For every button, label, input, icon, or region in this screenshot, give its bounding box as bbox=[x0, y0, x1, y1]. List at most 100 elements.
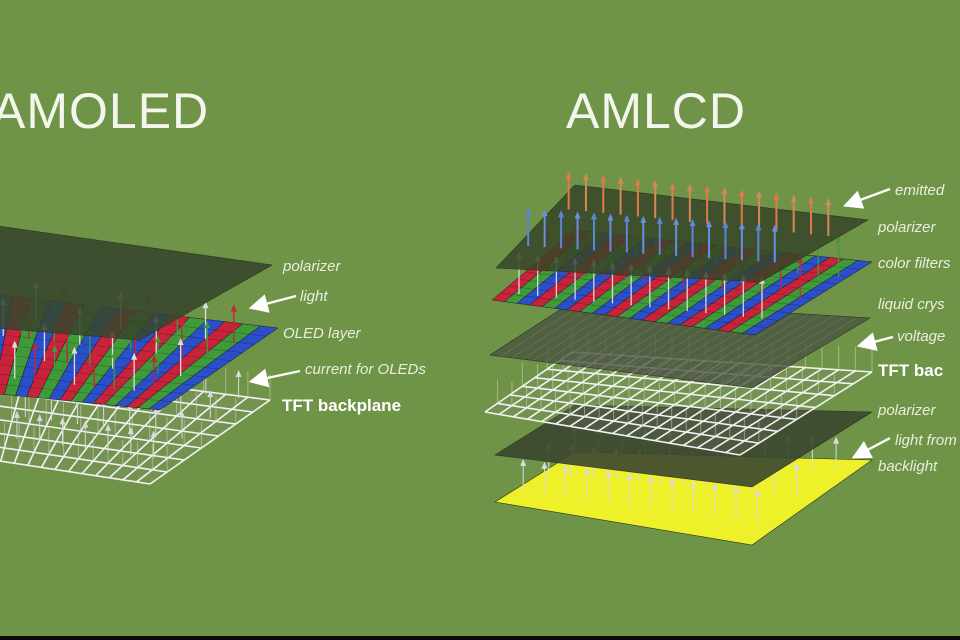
amlcd-tft-backplane-row-7 bbox=[484, 411, 741, 456]
amlcd-voltage-pointer bbox=[856, 332, 894, 351]
amlcd-tft-backplane-col-14 bbox=[682, 366, 806, 447]
amoled-oled-stripe-div-7 bbox=[0, 363, 196, 386]
amoled-light-pointer bbox=[248, 294, 297, 313]
amoled-light-label: light bbox=[300, 288, 328, 305]
amlcd-tft-backplane-col-16 bbox=[711, 369, 840, 451]
amlcd-emitted-arrows-head-7-0 bbox=[686, 183, 693, 191]
amlcd-stack bbox=[484, 171, 874, 546]
amlcd-backlight-arrows-head-11-2 bbox=[754, 488, 761, 496]
amlcd-polarizer-top-label: polarizer bbox=[878, 219, 936, 236]
amoled-stack bbox=[0, 225, 279, 485]
amlcd-lc-line-23 bbox=[740, 316, 858, 387]
amoled-current-arrows-head-8-3 bbox=[150, 430, 157, 438]
amoled-tft-backplane-col-14 bbox=[149, 399, 271, 485]
amoled-tft-backplane-col-11 bbox=[108, 390, 205, 479]
amlcd-emitted-arrows-head-4-0 bbox=[634, 178, 641, 186]
amlcd-emitted-arrows-head-14-0 bbox=[808, 196, 815, 204]
amlcd-tft-backplane-row-5 bbox=[509, 394, 778, 433]
amlcd-emitted-arrows-head-7-1 bbox=[640, 215, 647, 223]
amlcd-emitted-arrows-head-1-0 bbox=[582, 173, 589, 181]
amlcd-light-from-pointer bbox=[851, 436, 891, 459]
amoled-light-arrows-head-2-3 bbox=[11, 340, 18, 348]
amoled-light-arrows-head-8-3 bbox=[131, 352, 138, 360]
amoled-current-arrows-head-7-2 bbox=[152, 406, 159, 414]
amoled-oled-stripe-div-9 bbox=[0, 383, 172, 403]
amlcd-emitted-arrows-head-1-1 bbox=[541, 209, 548, 217]
amoled-current-label: current for OLEDs bbox=[305, 361, 426, 378]
amlcd-tft-backplane-col-13 bbox=[668, 365, 790, 444]
amlcd-backlight-arrows-head-1-2 bbox=[541, 461, 548, 469]
amlcd-backlight-arrows-head-11-0 bbox=[833, 436, 840, 444]
amlcd-emitted-arrows-head-0-0 bbox=[565, 171, 572, 179]
amoled-light-arrows-head-5-3 bbox=[71, 346, 78, 354]
amlcd-emitted-arrows-head-10-1 bbox=[689, 218, 696, 226]
amoled-tft-backplane-row-7 bbox=[0, 460, 151, 485]
amoled-oled-stripe-div-4 bbox=[0, 334, 231, 362]
amlcd-color-stripe-20 bbox=[741, 260, 873, 336]
amoled-light-arrows-head-3-3 bbox=[31, 342, 38, 350]
amoled-tft-backplane-col-12 bbox=[122, 393, 227, 481]
amlcd-lc-line-20 bbox=[708, 314, 822, 383]
amlcd-emitted-arrows-head-15-1 bbox=[771, 224, 778, 232]
amlcd-emitted-arrows-head-10-0 bbox=[738, 189, 745, 197]
amlcd-emitted-arrows-head-6-0 bbox=[669, 182, 676, 190]
amoled-tft-backplane-row-3 bbox=[0, 405, 219, 437]
amlcd-emitted-arrows-head-5-1 bbox=[607, 213, 614, 221]
amlcd-voltage-label: voltage bbox=[897, 328, 946, 345]
amoled-current-pointer bbox=[248, 368, 301, 388]
amlcd-tft-label: TFT bac bbox=[878, 361, 944, 380]
amoled-current-arrows-head-2-3 bbox=[13, 410, 20, 418]
amlcd-tft-backplane-col-15 bbox=[697, 367, 823, 449]
amlcd-emitted-arrows-head-9-0 bbox=[721, 187, 728, 195]
amlcd-backlight-arrows-head-8-2 bbox=[690, 480, 697, 488]
bottom-bar bbox=[0, 636, 960, 640]
amoled-light-arrows-head-8-1 bbox=[178, 318, 185, 326]
amlcd-emitted-arrows-head-0-1 bbox=[525, 208, 532, 216]
amoled-light-arrows-head-7-3 bbox=[111, 350, 118, 358]
amlcd-backlight-arrows-head-0-2 bbox=[520, 459, 527, 467]
amlcd-backlight-arrows-head-10-2 bbox=[733, 485, 740, 493]
amlcd-backlight-arrows-head-7-2 bbox=[669, 477, 676, 485]
amoled-oled-stripe-div-8 bbox=[0, 373, 184, 394]
amoled-light-arrows-head-9-2 bbox=[177, 338, 184, 346]
amlcd-color-filters-label: color filters bbox=[878, 255, 951, 272]
amlcd-filtered-arrows-head-13-0 bbox=[835, 235, 842, 243]
amoled-oled-layer-label: OLED layer bbox=[283, 325, 361, 342]
amoled-light-arrows-head-6-3 bbox=[91, 348, 98, 356]
amlcd-emitted-arrows-head-2-1 bbox=[558, 210, 565, 218]
amoled-oled-stripe-div-6 bbox=[0, 354, 208, 378]
amlcd-backlight-arrows-head-3-2 bbox=[584, 467, 591, 475]
amlcd-color-stripe-div-6 bbox=[525, 271, 802, 307]
amlcd-color-stripe-div-8 bbox=[508, 285, 779, 321]
amlcd-emitted-arrows-head-6-1 bbox=[623, 214, 630, 222]
amlcd-emitted-arrows-head-9-1 bbox=[673, 217, 680, 225]
amoled-polarizer-plate bbox=[0, 225, 273, 341]
amlcd-lc-line-18 bbox=[686, 313, 797, 381]
amoled-light-arrows-head-4-3 bbox=[51, 344, 58, 352]
label-pointers bbox=[248, 187, 894, 459]
amoled-current-arrows-head-3-3 bbox=[36, 414, 43, 422]
amoled-current-arrows-head-8-1 bbox=[207, 390, 214, 398]
amlcd-backlight-arrows-head-5-2 bbox=[626, 472, 633, 480]
amlcd-backlight-arrows-head-4-2 bbox=[605, 469, 612, 477]
amlcd-emitted-arrows-head-3-0 bbox=[617, 176, 624, 184]
amlcd-filtered-arrows-head-13-1 bbox=[797, 256, 804, 263]
amlcd-color-stripe-div-7 bbox=[516, 278, 791, 314]
amlcd-tft-backplane-col-17 bbox=[725, 370, 856, 454]
amlcd-emitted-arrows-head-15-0 bbox=[825, 198, 832, 206]
amlcd-backlight-arrows-head-2-2 bbox=[562, 464, 569, 472]
amoled-current-arrows-head-8-0 bbox=[235, 369, 242, 377]
amlcd-tft-backplane bbox=[484, 328, 873, 456]
amoled-current-arrows-head-7-3 bbox=[127, 427, 134, 435]
amoled-tft-backplane-col-13 bbox=[135, 396, 249, 483]
amoled-light-arrows-head-9-0 bbox=[230, 304, 237, 312]
amoled-light-arrows-head-9-1 bbox=[204, 321, 211, 329]
amlcd-lc-line-21 bbox=[719, 315, 834, 385]
amlcd-title: AMLCD bbox=[566, 83, 747, 139]
amlcd-emitted-arrows-head-5-0 bbox=[652, 180, 659, 188]
amlcd-backlight-arrows-head-11-1 bbox=[793, 462, 800, 470]
amoled-tft-label: TFT backplane bbox=[282, 396, 402, 415]
amoled-light-arrows-head-8-2 bbox=[154, 335, 161, 343]
amoled-light-arrows-head-9-3 bbox=[151, 354, 158, 362]
